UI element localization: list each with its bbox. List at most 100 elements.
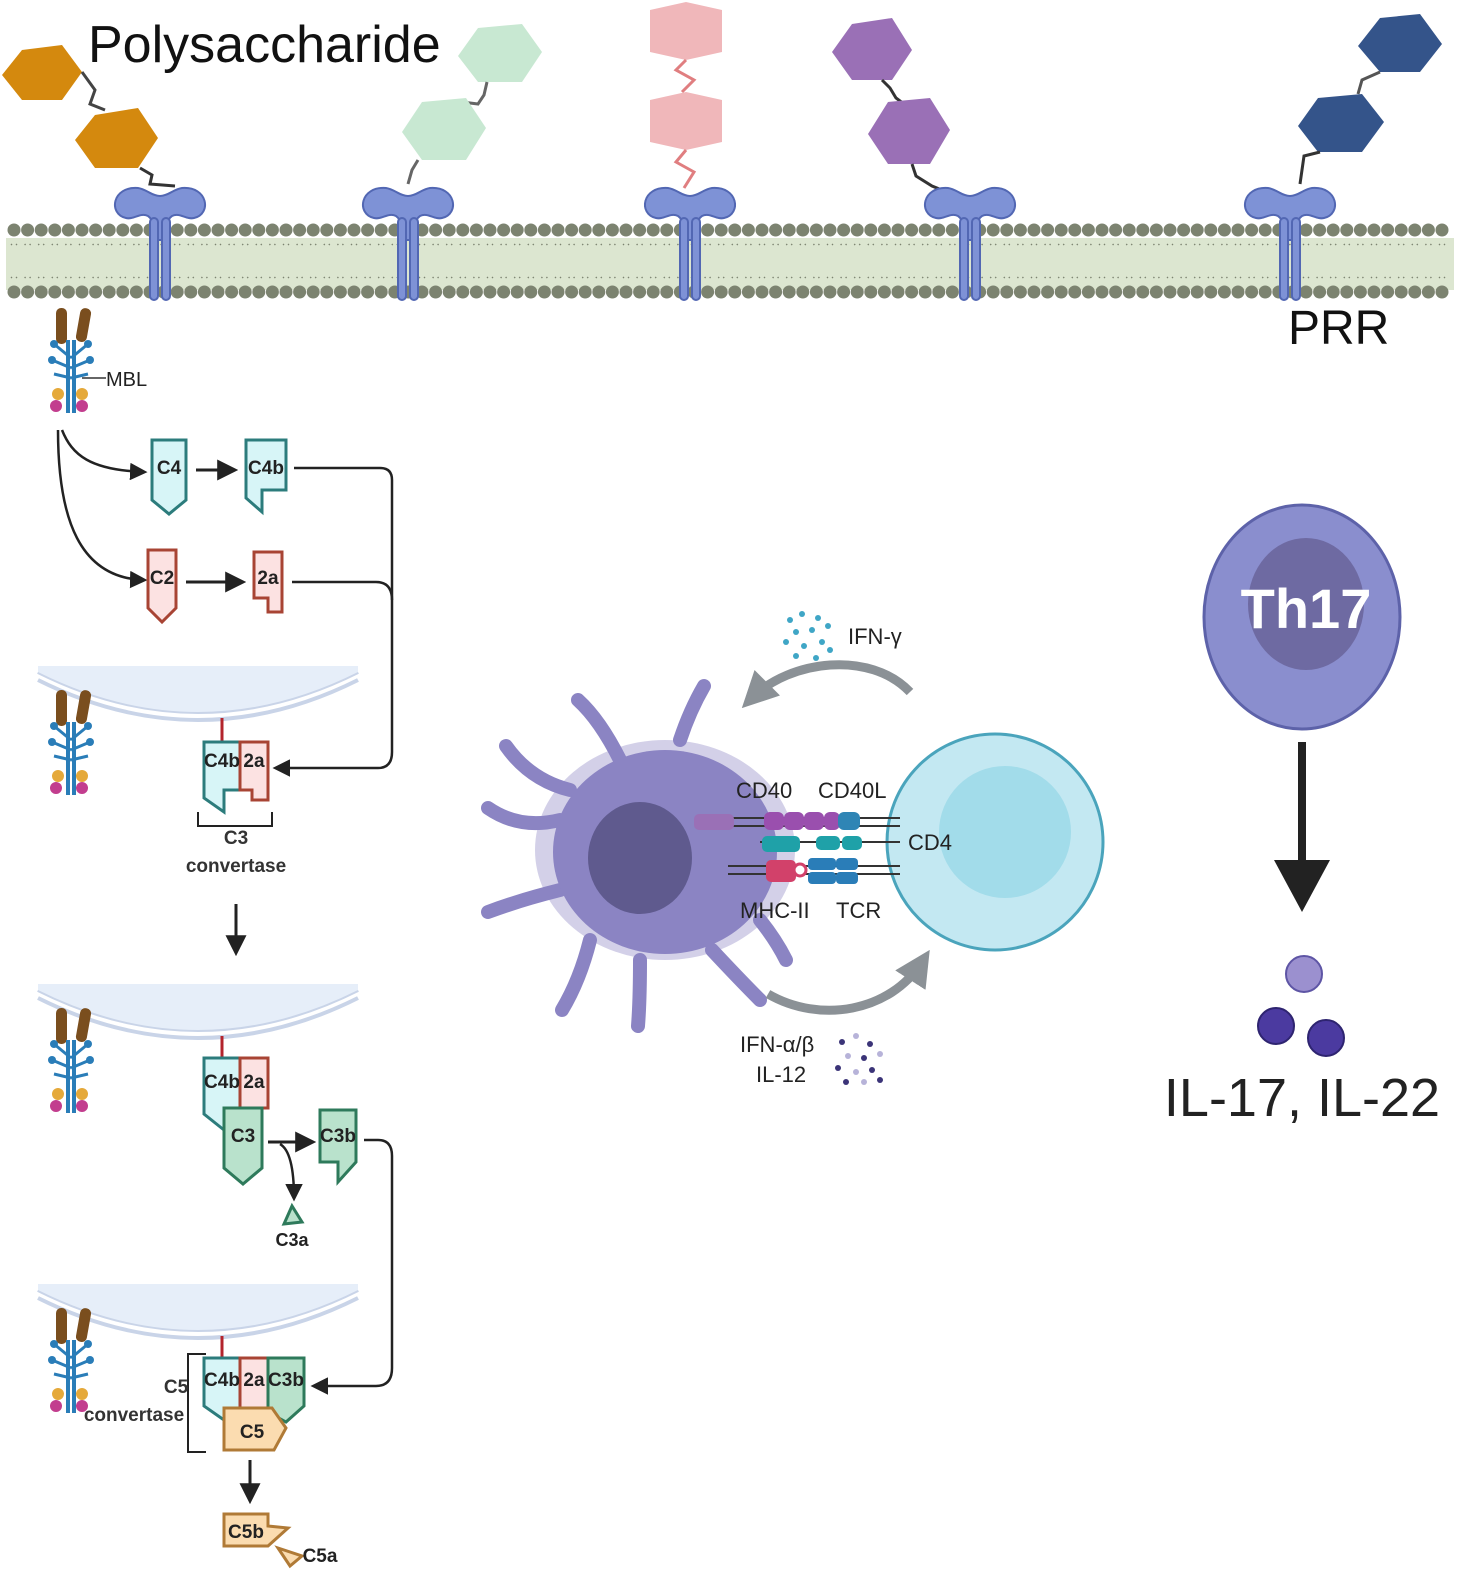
il17-il22-particles	[1257, 955, 1345, 1057]
th17-arrow	[1274, 742, 1330, 912]
lipid-tail	[785, 276, 793, 279]
lipid-head	[837, 223, 851, 237]
lipid-tail	[1316, 276, 1324, 279]
lipid-head	[7, 285, 21, 299]
lipid-head	[769, 285, 783, 299]
lipid-head	[279, 285, 293, 299]
lipid-head	[1353, 223, 1367, 237]
cd40-label: CD40	[736, 778, 792, 803]
arrow-c3-to-c3a	[279, 1142, 303, 1202]
lipid-tail	[608, 243, 616, 246]
lipid-tail	[1003, 276, 1011, 279]
lipid-tail	[948, 276, 956, 279]
lipid-head	[877, 223, 891, 237]
lipid-head	[701, 285, 715, 299]
c2a-label: 2a	[257, 568, 279, 589]
lipid-head	[1326, 223, 1340, 237]
lipid-tail	[296, 243, 304, 246]
lipid-tail	[268, 243, 276, 246]
lipid-tail	[799, 276, 807, 279]
lipid-head	[850, 285, 864, 299]
lipid-head	[1435, 223, 1449, 237]
lipid-tail	[309, 243, 317, 246]
lipid-tail	[853, 276, 861, 279]
lipid-head	[483, 223, 497, 237]
lipid-tail	[132, 276, 140, 279]
c4-label: C4	[157, 458, 182, 479]
lipid-tail	[418, 243, 426, 246]
lipid-tail	[1438, 276, 1446, 279]
lipid-tail	[799, 243, 807, 246]
polysaccharide-label: Polysaccharide	[88, 16, 441, 74]
lipid-tail	[459, 276, 467, 279]
lipid-head	[211, 223, 225, 237]
lipid-tail	[119, 243, 127, 246]
c2a-protein: 2a	[252, 550, 284, 614]
lipid-tail	[636, 276, 644, 279]
lipid-tail	[486, 243, 494, 246]
cd40l-molecule	[838, 812, 860, 830]
lipid-head	[565, 285, 579, 299]
lipid-head	[238, 285, 252, 299]
mhc-ii-molecule	[766, 860, 808, 882]
lipid-head	[75, 285, 89, 299]
lipid-tail	[1180, 276, 1188, 279]
c5b-fragment: C5b	[222, 1512, 292, 1548]
lipid-head	[565, 223, 579, 237]
lipid-head	[1326, 285, 1340, 299]
lipid-tail	[540, 243, 548, 246]
lipid-head	[1421, 285, 1435, 299]
lipid-head	[333, 285, 347, 299]
lipid-tail	[1343, 276, 1351, 279]
lipid-head	[374, 223, 388, 237]
lipid-tail	[989, 276, 997, 279]
c2a-label: 2a	[243, 751, 265, 772]
lipid-head	[782, 285, 796, 299]
lipid-tail	[1370, 276, 1378, 279]
lipid-tail	[24, 276, 32, 279]
arrow-ifn-gamma	[741, 660, 914, 709]
lipid-head	[89, 285, 103, 299]
lipid-tail	[1424, 276, 1432, 279]
lipid-head	[1041, 223, 1055, 237]
lipid-head	[510, 285, 524, 299]
lipid-head	[619, 223, 633, 237]
lipid-head	[170, 285, 184, 299]
lipid-tail	[1030, 276, 1038, 279]
lipid-tail	[948, 243, 956, 246]
lipid-head	[265, 223, 279, 237]
lipid-tail	[1193, 276, 1201, 279]
lipid-tail	[1356, 243, 1364, 246]
lipid-head	[238, 223, 252, 237]
lipid-tail	[37, 276, 45, 279]
lipid-tail	[744, 276, 752, 279]
ifn-gamma-label: IFN-γ	[848, 624, 902, 649]
lipid-head	[1068, 285, 1082, 299]
tcr-label: TCR	[836, 898, 881, 923]
lipid-head	[361, 285, 375, 299]
lipid-head	[456, 223, 470, 237]
lipid-tail	[1139, 276, 1147, 279]
c2a-label: 2a	[243, 1370, 265, 1391]
lipid-tail	[622, 276, 630, 279]
lipid-head	[1353, 285, 1367, 299]
lipid-head	[102, 223, 116, 237]
c5a-label: C5a	[303, 1546, 338, 1567]
lipid-head	[605, 223, 619, 237]
lipid-head	[1013, 285, 1027, 299]
lipid-head	[279, 223, 293, 237]
lipid-tail	[10, 243, 18, 246]
lipid-tail	[24, 243, 32, 246]
lipid-head	[265, 285, 279, 299]
lipid-head	[524, 223, 538, 237]
cd4-molecule	[762, 836, 862, 852]
lipid-head	[877, 285, 891, 299]
mbl-label: MBL	[106, 369, 147, 391]
lipid-tail	[853, 243, 861, 246]
arrow-mbl-to-c4	[60, 429, 148, 481]
c4b-protein: C4b	[244, 438, 288, 516]
lipid-head	[1149, 223, 1163, 237]
lipid-tail	[921, 276, 929, 279]
lipid-tail	[64, 276, 72, 279]
